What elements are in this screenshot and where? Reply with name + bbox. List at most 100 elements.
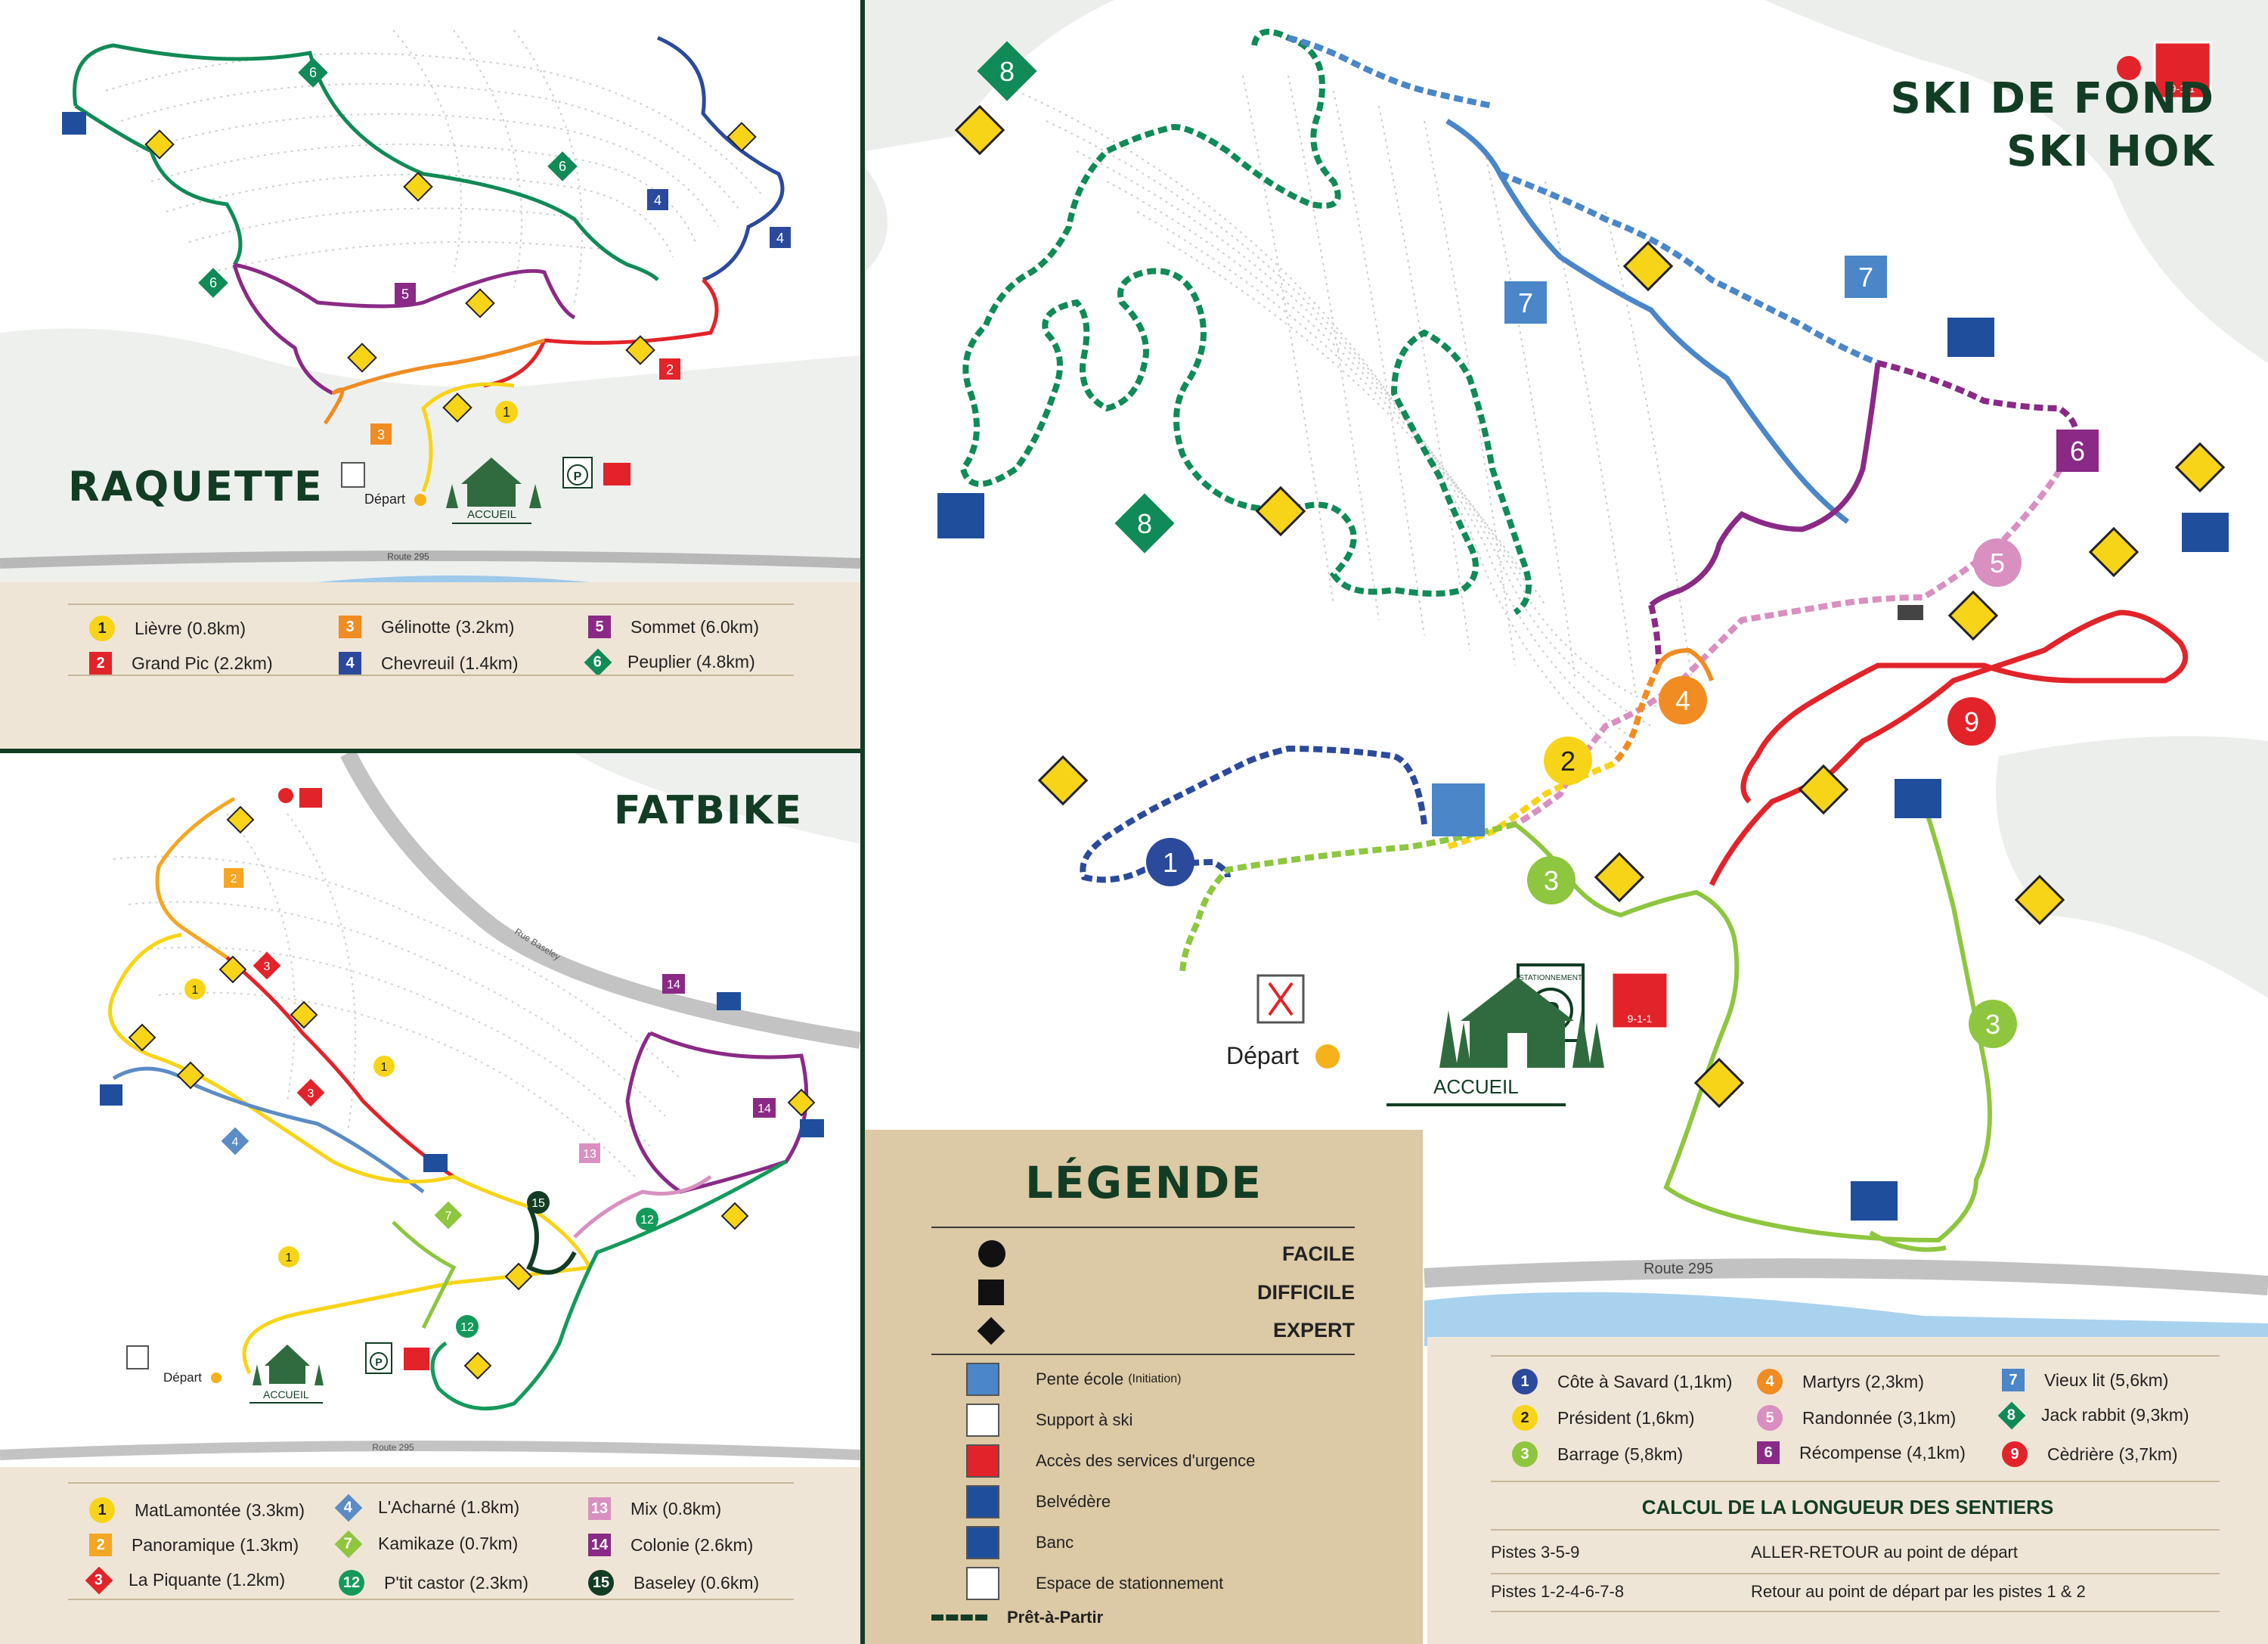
- svg-text:1: 1: [192, 984, 199, 997]
- legend-item-label: Sommet (6.0km): [631, 616, 759, 637]
- service-label: Support à ski: [1036, 1410, 1133, 1429]
- difficulty-label: EXPERT: [1272, 1319, 1355, 1342]
- raquette-legend-rule-bottom: [68, 675, 794, 676]
- legend-item-label: Colonie (2.6km): [631, 1534, 754, 1555]
- svg-text:9: 9: [1964, 706, 1979, 737]
- svg-text:3: 3: [1985, 1009, 2000, 1040]
- legende-rule-2: [931, 1354, 1355, 1355]
- legend-item-label: Mix (0.8km): [631, 1498, 722, 1518]
- difficulty-expert: EXPERT: [931, 1317, 1355, 1345]
- legend-item: 1 Lièvre (0.8km): [89, 616, 246, 641]
- svg-text:1: 1: [503, 405, 510, 420]
- legend-item-label: Gélinotte (3.2km): [381, 616, 515, 637]
- difficulty-difficile: DIFFICILE: [931, 1280, 1355, 1305]
- svg-text:2: 2: [1560, 746, 1576, 777]
- legend-item: 1 MatLamontée (3.3km): [89, 1497, 305, 1523]
- fatbike-road-label: Route 295: [372, 1442, 414, 1453]
- service-bench: Banc: [966, 1526, 1074, 1559]
- calc-row-2-note: Retour au point de départ par les pistes…: [1751, 1582, 2086, 1601]
- svg-text:4: 4: [232, 1136, 239, 1149]
- service-lookout: Belvédère: [966, 1485, 1111, 1518]
- legend-item: 5 Sommet (6.0km): [588, 616, 759, 638]
- trail-badge-icon: 5: [1757, 1405, 1783, 1431]
- service-ski-support: Support à ski: [966, 1404, 1132, 1437]
- svg-text:4: 4: [776, 231, 784, 246]
- svg-text:12: 12: [640, 1214, 654, 1227]
- svg-text:3: 3: [377, 427, 385, 442]
- legend-item-label: L'Acharné (1.8km): [378, 1497, 520, 1517]
- legend-item-label: Lièvre (0.8km): [135, 618, 246, 638]
- sdf-legend-rule-calc: [1491, 1529, 2220, 1531]
- legend-item: 1 Côte à Savard (1,1km): [1512, 1369, 1732, 1394]
- legend-item-label: Grand Pic (2.2km): [132, 653, 273, 673]
- trail-badge-icon: 1: [89, 1497, 115, 1523]
- parking-icon: [966, 1567, 999, 1600]
- trail-badge-icon: 1: [1512, 1369, 1538, 1394]
- fatbike-legend-rule-top: [68, 1482, 794, 1484]
- legend-item: 14 Colonie (2.6km): [588, 1534, 753, 1556]
- legend-item-label: Kamikaze (0.7km): [378, 1534, 519, 1553]
- svg-text:3: 3: [308, 1087, 314, 1100]
- trail-badge-icon: 5: [588, 616, 611, 638]
- legend-item: 8 Jack rabbit (9,3km): [1997, 1401, 2189, 1429]
- svg-text:7: 7: [445, 1210, 452, 1223]
- lookout-icon: [966, 1485, 999, 1518]
- fatbike-title: FATBIKE: [614, 788, 804, 833]
- vertical-divider: [860, 0, 865, 1644]
- svg-text:P: P: [375, 1356, 382, 1368]
- fatbike-accueil: ACCUEIL: [249, 1388, 323, 1404]
- trail-badge-icon: 13: [588, 1497, 611, 1520]
- legend-item: 13 Mix (0.8km): [588, 1497, 721, 1520]
- trail-badge-icon: 1: [89, 616, 115, 641]
- raquette-depart: Départ: [364, 492, 427, 507]
- svg-text:13: 13: [583, 1148, 596, 1161]
- legende-title: LÉGENDE: [1024, 1157, 1263, 1208]
- skidefond-title-2: SKI HOK: [2006, 127, 2215, 176]
- skidefond-panel: Route 295: [865, 0, 2268, 1644]
- depart-dot-icon: [211, 1373, 222, 1383]
- calc-row-1-note: ALLER-RETOUR au point de départ: [1751, 1543, 2018, 1562]
- sdf-legend-rule-bottom: [1491, 1611, 2220, 1612]
- sdf-legend-rule-top: [1491, 1355, 2220, 1357]
- legend-item-label: Panoramique (1.3km): [132, 1534, 299, 1555]
- trail-badge-icon: 8: [1997, 1401, 2026, 1429]
- svg-text:5: 5: [401, 287, 409, 302]
- svg-text:9-1-1: 9-1-1: [1628, 1013, 1653, 1025]
- svg-text:8: 8: [999, 56, 1015, 87]
- calc-row-1-pistes: Pistes 3-5-9: [1491, 1543, 1580, 1562]
- legend-item-label: Jack rabbit (9,3km): [2041, 1405, 2189, 1425]
- calc-row-2-pistes: Pistes 1-2-4-6-7-8: [1491, 1582, 1625, 1601]
- trail-badge-icon: 14: [588, 1534, 611, 1556]
- skidefond-accueil: ACCUEIL: [1387, 1075, 1566, 1106]
- bench-icon: [966, 1526, 999, 1559]
- raquette-accueil: ACCUEIL: [452, 508, 532, 524]
- service-label: Espace de stationnement: [1036, 1574, 1224, 1593]
- raquette-legend: 1 Lièvre (0.8km) 3 Gélinotte (3.2km) 5 Sommet…: [0, 582, 860, 749]
- legend-item: 3 Gélinotte (3.2km): [339, 616, 514, 638]
- raquette-legend-rule-top: [68, 603, 794, 605]
- svg-text:2: 2: [231, 873, 237, 886]
- svg-text:P: P: [574, 470, 582, 483]
- legend-item-label: Côte à Savard (1,1km): [1557, 1371, 1733, 1391]
- svg-text:6: 6: [309, 65, 317, 80]
- legend-item-label: La Piquante (1.2km): [129, 1570, 286, 1590]
- diamond-icon: [977, 1317, 1005, 1345]
- fatbike-map: Rue Baseley Route 295 2 3 3 1: [0, 753, 860, 1467]
- svg-text:6: 6: [559, 159, 566, 174]
- trail-badge-icon: 9: [2002, 1441, 2028, 1467]
- legend-item-label: MatLamontée (3.3km): [135, 1500, 305, 1520]
- trail-badge-icon: 7: [334, 1530, 363, 1558]
- trail-badge-icon: 3: [339, 616, 361, 638]
- trail-badge-icon: 3: [85, 1566, 113, 1594]
- fatbike-legend-rule-bottom: [68, 1599, 794, 1600]
- legend-item-label: P'tit castor (2.3km): [384, 1572, 528, 1593]
- calc-title: CALCUL DE LA LONGUEUR DES SENTIERS: [1641, 1496, 2054, 1518]
